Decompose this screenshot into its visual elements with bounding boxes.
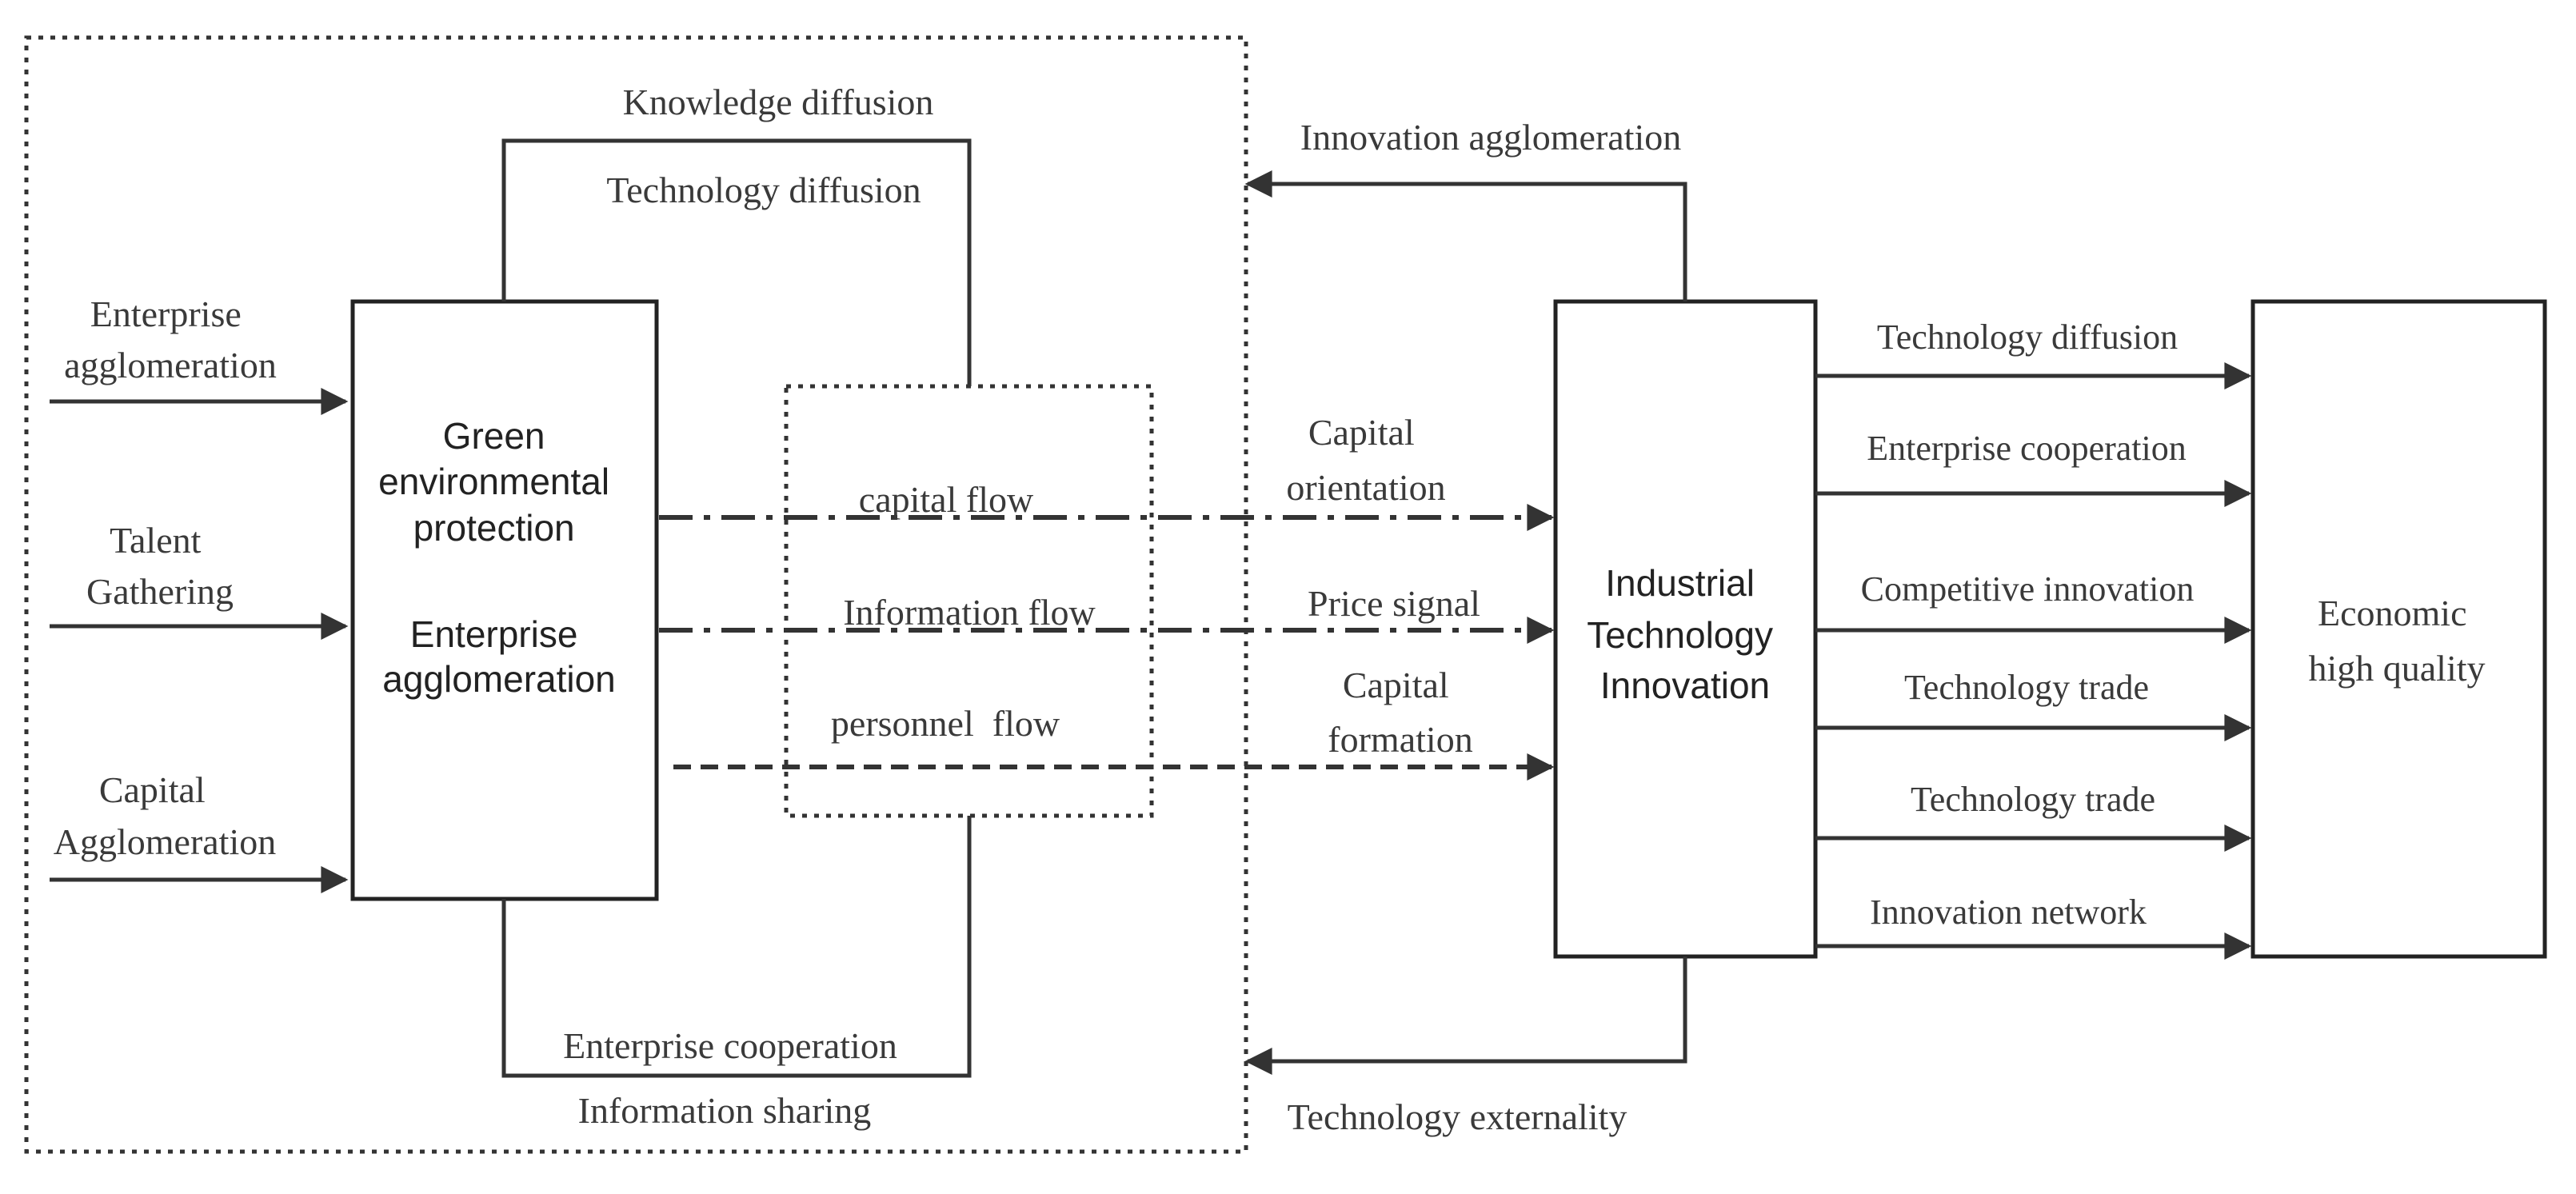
- green-enterprise-box-label: Green environmental protection Enterpris…: [378, 415, 620, 700]
- bottom-loop-label-sharing: Information sharing: [578, 1090, 872, 1131]
- price-signal-label: Price signal: [1308, 583, 1480, 624]
- bottom-loop-label-cooperation: Enterprise cooperation: [563, 1025, 897, 1066]
- top-loop-line: [501, 138, 972, 386]
- input-label-capital: Capital Agglomeration: [54, 769, 277, 862]
- input-label-enterprise: Enterprise agglomeration: [64, 294, 277, 385]
- capital-formation-label: Capital formation: [1328, 665, 1472, 760]
- output-label-5: Technology trade: [1911, 780, 2155, 819]
- industrial-innovation-box-label: Industrial Technology Innovation: [1587, 562, 1783, 706]
- innovation-agglomeration-arrow: [1244, 170, 1687, 301]
- technology-externality-arrow: [1244, 956, 1687, 1075]
- innovation-agglomeration-label: Innovation agglomeration: [1300, 117, 1682, 158]
- bottom-loop-line: [501, 816, 972, 1078]
- output-label-6: Innovation network: [1870, 893, 2147, 932]
- system-boundary: [24, 35, 1248, 1154]
- information-flow-label: Information flow: [843, 592, 1096, 633]
- output-label-3: Competitive innovation: [1861, 569, 2195, 609]
- output-label-2: Enterprise cooperation: [1867, 429, 2187, 468]
- capital-flow-label: capital flow: [859, 479, 1034, 520]
- economic-high-quality-box: [2251, 299, 2547, 959]
- output-label-1: Technology diffusion: [1877, 317, 2178, 357]
- technology-externality-label: Technology externality: [1288, 1096, 1627, 1137]
- top-loop-label-technology: Technology diffusion: [606, 170, 921, 210]
- personnel-flow-label: personnel flow: [831, 703, 1060, 744]
- industrial-innovation-box: [1553, 299, 1818, 959]
- green-enterprise-box: [350, 299, 659, 901]
- economic-high-quality-box-label: Economic high quality: [2308, 593, 2485, 689]
- output-label-4: Technology trade: [1904, 668, 2149, 707]
- input-label-talent: Talent Gathering: [86, 520, 234, 612]
- top-loop-label-knowledge: Knowledge diffusion: [623, 82, 934, 122]
- capital-orientation-label: Capital orientation: [1286, 412, 1445, 508]
